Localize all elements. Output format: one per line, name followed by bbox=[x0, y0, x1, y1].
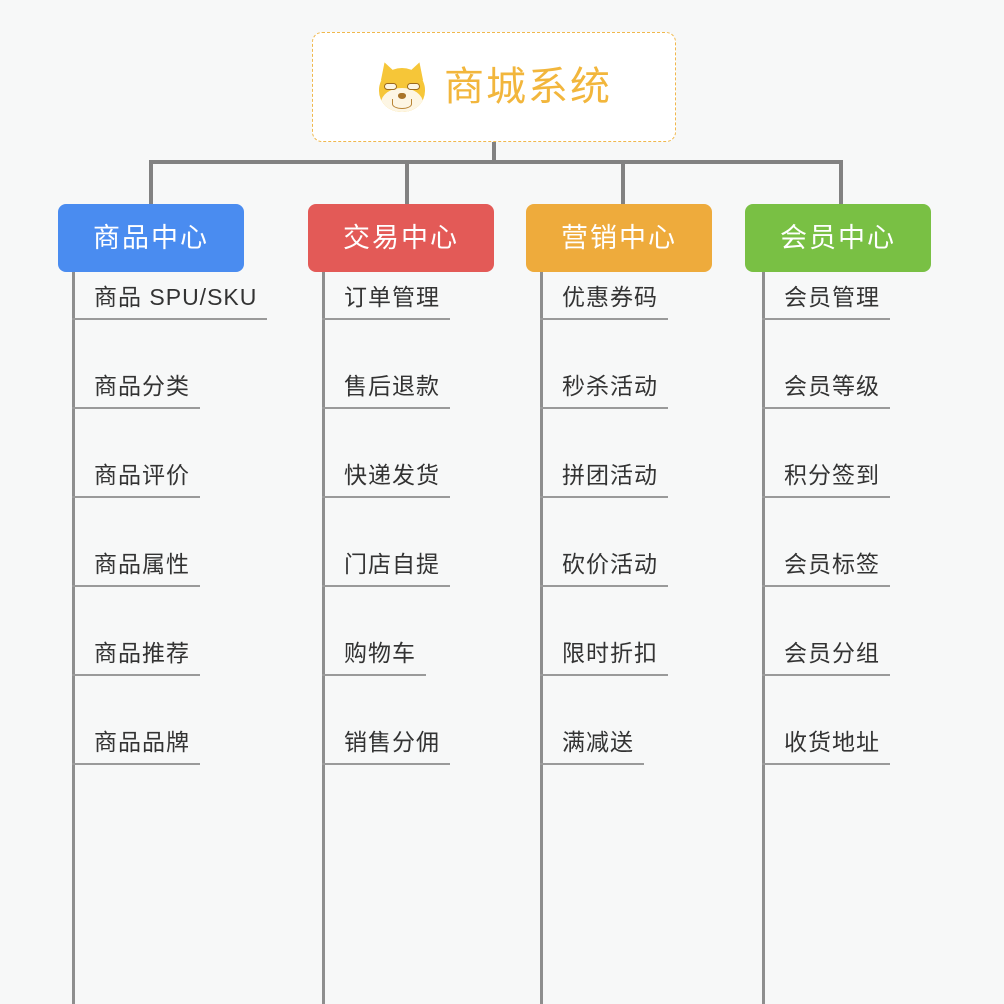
connector-drop-1 bbox=[149, 160, 153, 206]
dog-eye-left-icon bbox=[384, 83, 397, 90]
connector-drop-4 bbox=[839, 160, 843, 206]
category-box-1[interactable]: 商品中心 bbox=[58, 204, 244, 272]
category-label-3: 营销中心 bbox=[561, 222, 677, 253]
leaf-label: 会员等级 bbox=[784, 373, 880, 399]
category-label-1: 商品中心 bbox=[93, 222, 209, 253]
leaf-underline: 购物车 bbox=[322, 642, 426, 676]
dog-head-icon bbox=[379, 68, 425, 112]
leaf-underline: 会员管理 bbox=[762, 286, 890, 320]
leaf-underline: 满减送 bbox=[540, 731, 644, 765]
connector-root-stem bbox=[492, 142, 496, 164]
leaf-label: 商品推荐 bbox=[94, 640, 190, 666]
leaf-label: 快递发货 bbox=[344, 462, 440, 488]
root-node[interactable]: 商城系统 bbox=[312, 32, 676, 142]
leaf-label: 优惠券码 bbox=[562, 284, 658, 310]
leaf-label: 收货地址 bbox=[784, 729, 880, 755]
leaf-label: 秒杀活动 bbox=[562, 373, 658, 399]
leaf-label: 会员管理 bbox=[784, 284, 880, 310]
leaf-underline: 订单管理 bbox=[322, 286, 450, 320]
leaf-underline: 收货地址 bbox=[762, 731, 890, 765]
category-box-4[interactable]: 会员中心 bbox=[745, 204, 931, 272]
leaf-label: 商品属性 bbox=[94, 551, 190, 577]
leaf-label: 会员标签 bbox=[784, 551, 880, 577]
leaf-underline: 售后退款 bbox=[322, 375, 450, 409]
dog-eye-right-icon bbox=[407, 83, 420, 90]
category-box-2[interactable]: 交易中心 bbox=[308, 204, 494, 272]
leaf-underline: 会员分组 bbox=[762, 642, 890, 676]
leaf-underline: 商品 SPU/SKU bbox=[72, 284, 268, 320]
category-label-4: 会员中心 bbox=[780, 222, 896, 253]
leaf-label: 商品 SPU/SKU bbox=[94, 284, 258, 310]
leaf-underline: 销售分佣 bbox=[322, 731, 450, 765]
leaf-underline: 商品属性 bbox=[72, 553, 200, 587]
leaf-underline: 商品品牌 bbox=[72, 731, 200, 765]
leaf-label: 购物车 bbox=[344, 640, 416, 666]
connector-drop-3 bbox=[621, 160, 625, 206]
leaf-label: 门店自提 bbox=[344, 551, 440, 577]
leaf-label: 商品分类 bbox=[94, 373, 190, 399]
leaf-label: 会员分组 bbox=[784, 640, 880, 666]
trunk-line-1 bbox=[72, 272, 75, 1004]
architecture-diagram: 商城系统 商品中心 商品 SPU/SKU 商品分类 商品评价 bbox=[58, 32, 931, 1004]
leaf-underline: 商品评价 bbox=[72, 464, 200, 498]
trunk-line-4 bbox=[762, 272, 765, 1004]
leaf-underline: 门店自提 bbox=[322, 553, 450, 587]
connector-bus bbox=[149, 160, 843, 164]
shiba-dog-icon bbox=[375, 59, 429, 113]
category-label-2: 交易中心 bbox=[343, 222, 459, 253]
leaf-label: 限时折扣 bbox=[562, 640, 658, 666]
trunk-line-2 bbox=[322, 272, 325, 1004]
leaf-label: 销售分佣 bbox=[344, 729, 440, 755]
leaf-label: 商品评价 bbox=[94, 462, 190, 488]
category-box-3[interactable]: 营销中心 bbox=[526, 204, 712, 272]
connector-drop-2 bbox=[405, 160, 409, 206]
leaf-label: 积分签到 bbox=[784, 462, 880, 488]
leaf-underline: 积分签到 bbox=[762, 464, 890, 498]
leaf-underline: 砍价活动 bbox=[540, 553, 668, 587]
leaf-label: 售后退款 bbox=[344, 373, 440, 399]
leaf-underline: 限时折扣 bbox=[540, 642, 668, 676]
leaf-underline: 会员等级 bbox=[762, 375, 890, 409]
dog-mouth-icon bbox=[392, 99, 412, 109]
leaf-underline: 优惠券码 bbox=[540, 286, 668, 320]
root-title: 商城系统 bbox=[444, 65, 612, 109]
leaf-underline: 会员标签 bbox=[762, 553, 890, 587]
leaf-label: 拼团活动 bbox=[562, 462, 658, 488]
leaf-underline: 拼团活动 bbox=[540, 464, 668, 498]
leaf-label: 订单管理 bbox=[344, 284, 440, 310]
dog-nose-icon bbox=[398, 93, 406, 99]
leaf-label: 砍价活动 bbox=[562, 551, 658, 577]
leaf-underline: 商品推荐 bbox=[72, 642, 200, 676]
leaf-underline: 秒杀活动 bbox=[540, 375, 668, 409]
trunk-line-3 bbox=[540, 272, 543, 1004]
leaf-underline: 快递发货 bbox=[322, 464, 450, 498]
leaf-underline: 商品分类 bbox=[72, 375, 200, 409]
leaf-label: 满减送 bbox=[562, 729, 634, 755]
leaf-label: 商品品牌 bbox=[94, 729, 190, 755]
